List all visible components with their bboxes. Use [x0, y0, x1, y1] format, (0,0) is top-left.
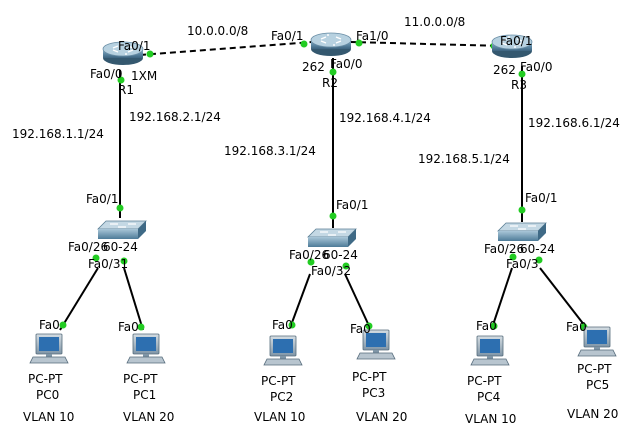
- pc-pc1[interactable]: [126, 333, 166, 364]
- r1-model-overlay: 1XM: [131, 69, 157, 83]
- pc0-type-label: PC-PT: [28, 372, 63, 386]
- r3-port-fa00-label: Fa0/0: [520, 60, 552, 74]
- pc-pc2[interactable]: [263, 335, 303, 366]
- r3-port-fa01-label: Fa0/1: [500, 34, 532, 48]
- link-s3-pc5[interactable]: [539, 267, 586, 327]
- pc-pc0[interactable]: [29, 333, 69, 364]
- pc4-type-label: PC-PT: [467, 374, 502, 388]
- link-s2-pc2[interactable]: [289, 273, 311, 329]
- s3-port-label-a: Fa0/26: [484, 242, 524, 256]
- link-r2-r3[interactable]: [349, 41, 506, 47]
- ip-label-r1-right: 192.168.2.1/24: [129, 110, 221, 124]
- port-up-indicator: [92, 254, 100, 262]
- port-up-indicator: [342, 262, 350, 270]
- ip-label-r3-left: 192.168.5.1/24: [418, 152, 510, 166]
- r2-name-label: R2: [322, 76, 338, 90]
- port-up-indicator: [146, 50, 154, 58]
- pc2-name-label: PC2: [270, 390, 293, 404]
- switch-s1[interactable]: [97, 220, 147, 240]
- pc5-type-label: PC-PT: [577, 362, 612, 376]
- pc0-name-label: PC0: [36, 388, 59, 402]
- link-s1-pc1[interactable]: [123, 267, 144, 331]
- network-label-r2-r3: 11.0.0.0/8: [404, 15, 465, 29]
- link-r1-r2[interactable]: [139, 41, 313, 56]
- link-s3-pc4[interactable]: [491, 267, 513, 329]
- port-up-indicator: [490, 322, 498, 330]
- pc3-name-label: PC3: [362, 386, 385, 400]
- r2-port-fa01-label: Fa0/1: [271, 29, 303, 43]
- s1-port-label-b: Fa0/31: [88, 257, 128, 271]
- pc2-port-label: Fa0: [272, 318, 293, 332]
- pc3-type-label: PC-PT: [352, 370, 387, 384]
- pc2-type-label: PC-PT: [261, 374, 296, 388]
- pc-pc4[interactable]: [470, 335, 510, 366]
- r1-port-fa01-label: Fa0/1: [118, 39, 150, 53]
- pc5-name-label: PC5: [586, 378, 609, 392]
- pc3-vlan-label: VLAN 20: [356, 410, 407, 424]
- s1-port-label-a: Fa0/26: [68, 240, 108, 254]
- router-r2[interactable]: [310, 32, 352, 57]
- port-up-indicator: [288, 321, 296, 329]
- r2-model-overlay: 262: [302, 60, 325, 74]
- s1-uplink-label: Fa0/1: [86, 192, 118, 206]
- pc4-port-label: Fa0: [476, 319, 497, 333]
- port-up-indicator: [535, 256, 543, 264]
- s2-port-label-b: Fa0/32: [311, 264, 351, 278]
- port-up-indicator: [307, 258, 315, 266]
- s3-port-label-b: Fa0/3: [506, 257, 538, 271]
- s2-model-overlay: 60-24: [323, 248, 358, 262]
- r2-port-fa00-label: Fa0/0: [330, 57, 362, 71]
- pc5-port-label: Fa0: [566, 320, 587, 334]
- port-up-indicator: [137, 323, 145, 331]
- ip-label-r2-right: 192.168.4.1/24: [339, 111, 431, 125]
- links: [59, 41, 586, 331]
- pc1-type-label: PC-PT: [123, 372, 158, 386]
- r3-name-label: R3: [511, 78, 527, 92]
- port-up-indicator: [117, 76, 125, 84]
- r1-name-label: R1: [118, 83, 134, 97]
- port-up-indicator: [509, 253, 517, 261]
- pc4-vlan-label: VLAN 10: [465, 412, 516, 426]
- switch-s3[interactable]: [497, 222, 547, 242]
- port-up-indicator: [518, 70, 526, 78]
- port-up-indicator: [120, 257, 128, 265]
- switch-s2[interactable]: [307, 228, 357, 248]
- port-up-indicator: [59, 321, 67, 329]
- network-label-r1-r2: 10.0.0.0/8: [187, 24, 248, 38]
- r2-port-fa10-label: Fa1/0: [356, 29, 388, 43]
- link-s1-pc0[interactable]: [59, 267, 99, 331]
- s3-model-overlay: 60-24: [520, 242, 555, 256]
- ip-label-r3-right: 192.168.6.1/24: [528, 116, 620, 130]
- pc4-name-label: PC4: [477, 390, 500, 404]
- port-up-indicator: [329, 68, 337, 76]
- port-up-indicator: [355, 39, 363, 47]
- s2-port-label-a: Fa0/26: [289, 248, 329, 262]
- port-up-indicator: [300, 40, 308, 48]
- ip-label-r1-left: 192.168.1.1/24: [12, 127, 104, 141]
- port-up-indicator: [518, 206, 526, 214]
- s1-model-overlay: 60-24: [103, 240, 138, 254]
- link-s2-pc3[interactable]: [344, 273, 371, 329]
- pc3-port-label: Fa0: [350, 322, 371, 336]
- pc0-vlan-label: VLAN 10: [23, 410, 74, 424]
- s2-uplink-label: Fa0/1: [336, 198, 368, 212]
- pc5-vlan-label: VLAN 20: [567, 407, 618, 421]
- pc1-port-label: Fa0: [118, 320, 139, 334]
- ip-label-r2-left: 192.168.3.1/24: [224, 144, 316, 158]
- r1-port-fa00-label: Fa0/0: [90, 67, 122, 81]
- pc1-vlan-label: VLAN 20: [123, 410, 174, 424]
- port-up-indicator: [329, 212, 337, 220]
- pc1-name-label: PC1: [133, 388, 156, 402]
- port-up-indicator: [116, 204, 124, 212]
- port-up-indicator: [365, 322, 373, 330]
- pc0-port-label: Fa0: [39, 318, 60, 332]
- s3-uplink-label: Fa0/1: [525, 191, 557, 205]
- r3-model-overlay: 262: [493, 63, 516, 77]
- pc2-vlan-label: VLAN 10: [254, 410, 305, 424]
